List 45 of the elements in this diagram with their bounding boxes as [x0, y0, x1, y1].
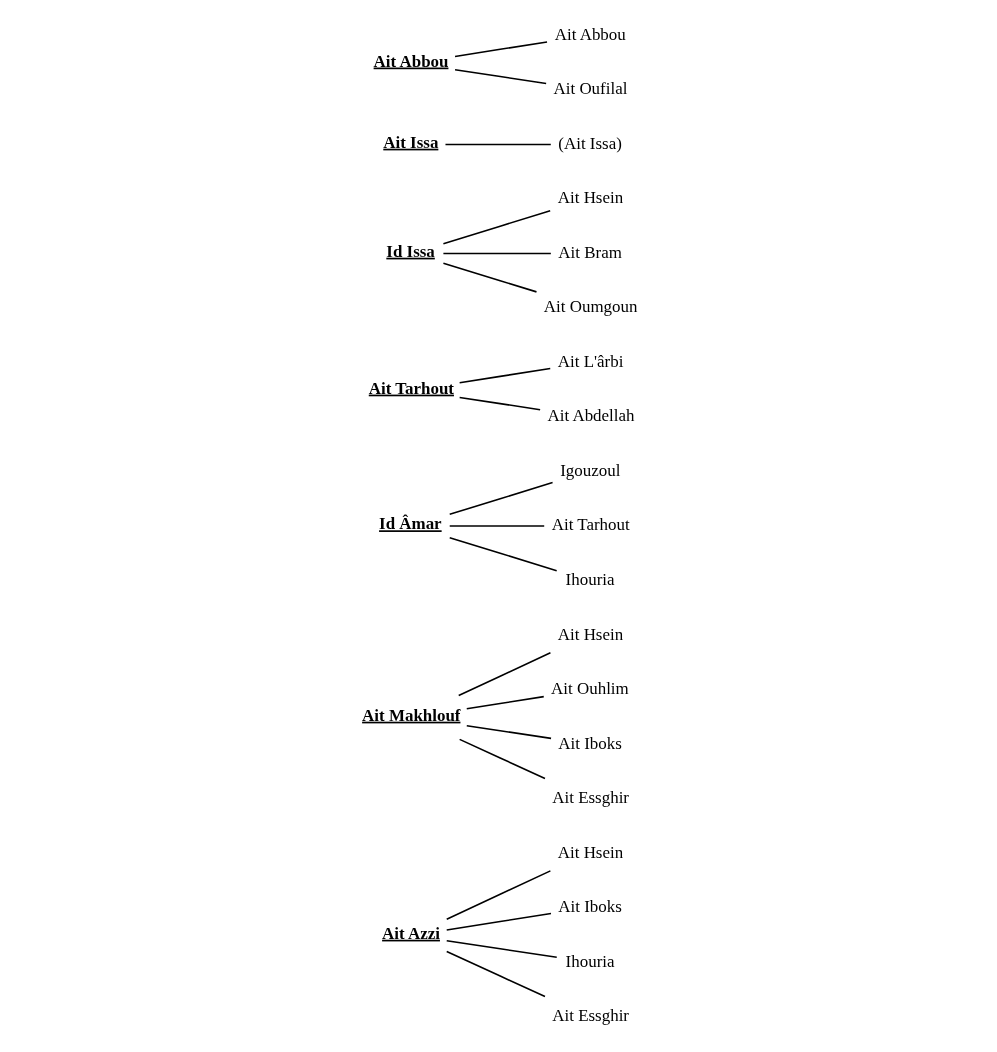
node-text: Id Issa — [385, 241, 435, 261]
node-text: Ait Essghir — [551, 1006, 629, 1026]
connector — [444, 143, 552, 146]
connector — [448, 481, 553, 516]
node-text: Ait Iboks — [557, 733, 622, 753]
connector — [458, 738, 546, 780]
connector — [442, 262, 537, 293]
connector — [445, 950, 546, 998]
node-text: Ait Essghir — [551, 788, 629, 808]
connector — [465, 695, 545, 710]
node-text: Ait Abbou — [554, 24, 626, 44]
connector — [457, 652, 551, 697]
node-text: Ait Hsein — [557, 842, 623, 862]
node-text: Id Âmar — [378, 514, 442, 534]
node-text: Ait Bram — [557, 242, 622, 262]
node-text: Ihouria — [565, 951, 615, 971]
node-text: Ait Makhlouf — [361, 705, 460, 725]
node-text: Ihouria — [565, 569, 615, 589]
node-text: Ait Abbou — [373, 51, 448, 71]
connector — [442, 252, 552, 255]
node-text: Ait Hsein — [557, 624, 623, 644]
node-text: Ait Iboks — [557, 897, 622, 917]
node-text: Ait Abdellah — [546, 406, 634, 426]
node-text: Ait Issa — [382, 132, 438, 152]
connector — [453, 41, 548, 58]
connector — [448, 536, 557, 572]
node-text: Ait Hsein — [557, 188, 623, 208]
node-text: Ait Tarhout — [368, 378, 454, 398]
node-text: Ait Ouhlim — [550, 679, 629, 699]
connector — [458, 367, 551, 384]
connector — [448, 525, 545, 527]
node-text: Ait L'ârbi — [557, 351, 623, 371]
node-text: Igouzoul — [559, 460, 620, 480]
node-text: Ait Oumgoun — [543, 297, 637, 317]
node-text: Ait Azzi — [381, 923, 440, 943]
connector — [453, 69, 547, 85]
node-text: Ait Tarhout — [551, 515, 630, 535]
connector — [445, 939, 558, 959]
node-text: (Ait Issa) — [557, 133, 622, 153]
connector — [445, 870, 551, 920]
connector — [442, 210, 551, 245]
node-text: Ait Oufilal — [553, 79, 627, 99]
connector — [458, 396, 541, 411]
connector — [465, 724, 552, 740]
connector — [445, 912, 552, 931]
